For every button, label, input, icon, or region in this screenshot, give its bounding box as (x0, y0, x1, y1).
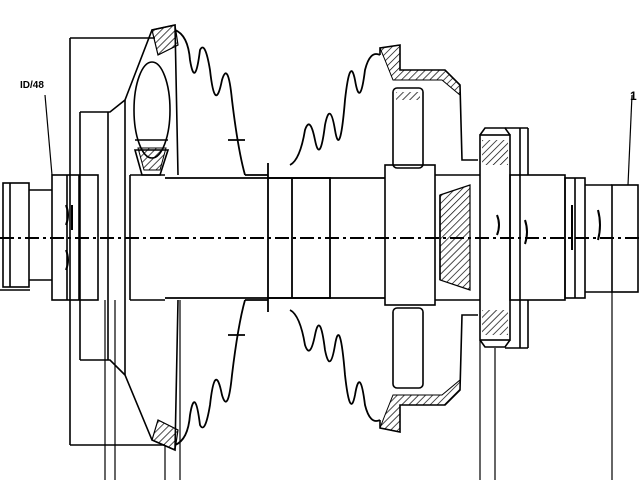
centerline-markers (65, 204, 601, 271)
right-dimension-label: 1 (630, 89, 637, 103)
right-stub-hatch-top (482, 140, 508, 165)
outer-joint-hatch-top (151, 24, 179, 56)
inner-housing-hatch-top (379, 44, 461, 97)
outer-boot (174, 29, 246, 446)
inner-housing-hatch-bottom (379, 378, 461, 433)
extension-lines (44, 94, 633, 480)
outer-joint-hatch-bottom (151, 419, 179, 451)
left-dimension-label: ID/48 (20, 80, 44, 91)
tripod-roller-hatch-top (396, 92, 420, 100)
inner-boot (289, 53, 381, 422)
outer-joint-hatch-cage (137, 147, 167, 171)
right-stub-hatch-bottom (482, 310, 508, 335)
